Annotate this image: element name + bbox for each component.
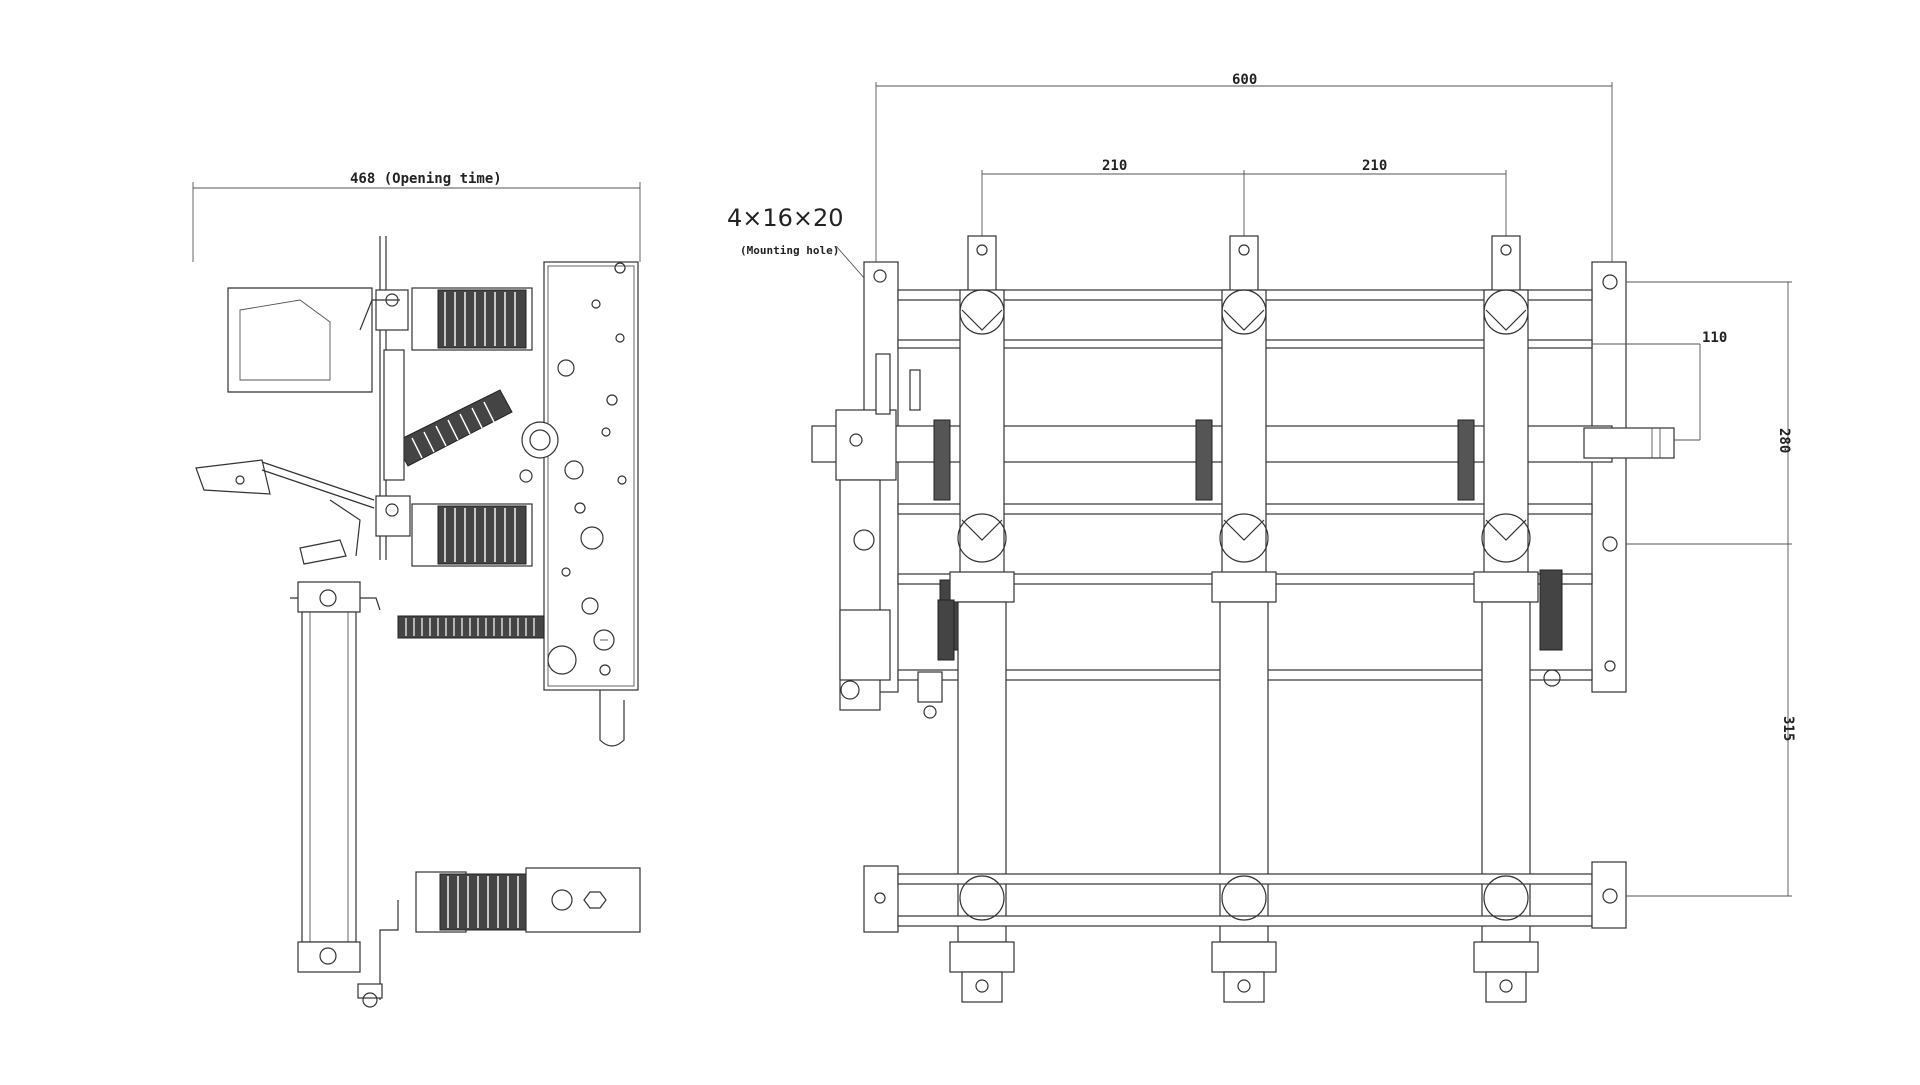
bottom-insulator [357,867,641,1008]
dim-depth: 110 [1592,330,1727,441]
phase-unit-1 [933,235,1015,1003]
front-view: 600 210 210 4×16×20 (Mounting hole) [727,72,1796,1003]
diagonal-bellows-insulator [394,389,584,483]
lower-bellows-insulator [411,503,533,567]
upper-insulator-housing [227,287,373,393]
front-springs [937,569,1563,687]
dim-lower-height-label: 315 [1780,716,1796,741]
upper-bellows-insulator [411,287,533,351]
shaft-end [1583,427,1675,459]
fuse-tube [290,581,381,973]
dim-overall-width: 600 [875,72,1613,262]
dim-phase-pitch: 210 210 [981,158,1507,236]
earthing-arm [195,459,375,565]
dim-side-width: 468 (Opening time) [192,171,641,262]
switch-blade-linkage [359,236,411,560]
dim-pitch-left-label: 210 [1102,158,1127,174]
mounting-hole-spec: 4×16×20 [727,204,844,232]
side-spring [397,615,545,639]
dim-overall-width-label: 600 [1232,72,1257,88]
operating-handle [599,690,625,747]
operating-mechanism-plate [543,261,639,691]
bottom-cross-member [863,861,1627,933]
side-view: 468 (Opening time) [192,171,641,1008]
mounting-hole-callout: 4×16×20 (Mounting hole) [727,204,881,297]
mounting-hole-label: (Mounting hole) [740,244,839,257]
dim-side-width-label: 468 (Opening time) [350,171,502,187]
dim-pitch-right-label: 210 [1362,158,1387,174]
dim-vertical-heights: 280 315 [1626,281,1796,897]
phase-unit-3 [1457,235,1539,1003]
phase-unit-2 [1195,235,1277,1003]
dim-upper-height-label: 280 [1776,428,1792,453]
dim-depth-label: 110 [1702,330,1727,346]
